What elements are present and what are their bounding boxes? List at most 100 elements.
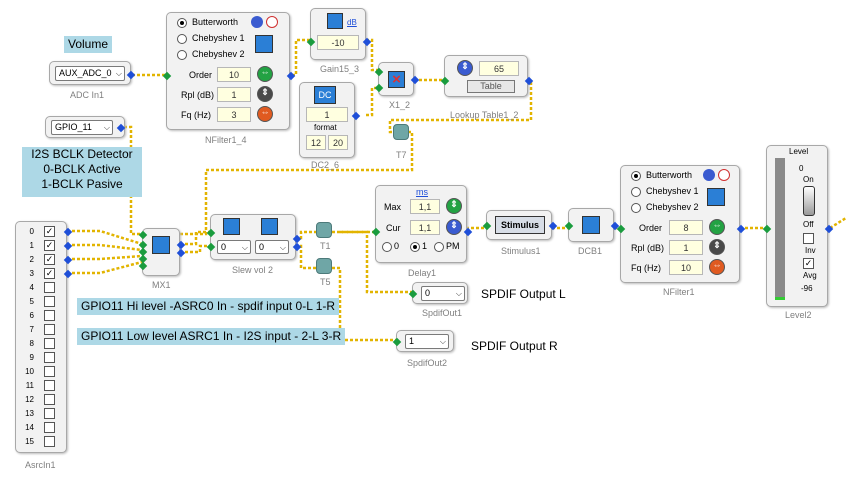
slew-down-icon[interactable]: [261, 218, 278, 235]
slew-select-b[interactable]: 0⌵: [255, 240, 289, 254]
radio-chebyshev2[interactable]: [631, 203, 641, 213]
table-button[interactable]: Table: [467, 80, 515, 93]
level-inv-checkbox[interactable]: [803, 233, 814, 244]
delay1-caption: Delay1: [408, 268, 437, 278]
dc-format-a[interactable]: 12: [306, 135, 326, 150]
delay-opt-pm-radio[interactable]: [434, 242, 444, 252]
fq-value[interactable]: 3: [217, 107, 251, 122]
lookup-table-block[interactable]: ⇕ 65 Table: [440, 55, 534, 97]
asrc-channel-number: 6: [29, 311, 34, 320]
radio-butterworth[interactable]: [631, 171, 641, 181]
lowpass-response-icon[interactable]: [255, 35, 273, 53]
dc2-6-block[interactable]: DC 1 format 12 20: [299, 82, 361, 158]
asrc-channel-checkbox[interactable]: [44, 338, 55, 349]
stimulus1-block[interactable]: Stimulus: [482, 210, 558, 240]
asrc-channel-number: 5: [29, 297, 34, 306]
delay-max-adjust-icon[interactable]: ⇕: [446, 198, 462, 214]
t5-block[interactable]: [316, 258, 332, 274]
delay-opt-0-radio[interactable]: [382, 242, 392, 252]
stimulus-button[interactable]: Stimulus: [495, 216, 545, 234]
output-pin[interactable]: [116, 123, 126, 133]
asrc-channel-checkbox[interactable]: ✓: [44, 268, 55, 279]
adc-source-select[interactable]: AUX_ADC_0⌵: [55, 66, 125, 81]
spdifout2-block[interactable]: 1⌵: [392, 330, 454, 352]
level-toggle-switch[interactable]: [803, 186, 815, 216]
radio-butterworth[interactable]: [177, 18, 187, 28]
x1-2-block[interactable]: ×: [374, 62, 420, 96]
asrc-channel-checkbox[interactable]: [44, 310, 55, 321]
fq-value[interactable]: 10: [669, 260, 703, 275]
highpass-response-icon[interactable]: [707, 188, 725, 206]
adc-source-value: AUX_ADC_0: [59, 68, 112, 78]
fq-adjust-icon[interactable]: ⇔: [257, 106, 273, 122]
dc-value[interactable]: 1: [306, 107, 348, 122]
nfilter1-block[interactable]: Butterworth Chebyshev 1 Chebyshev 2 Orde…: [616, 165, 746, 283]
delay-cur-value[interactable]: 1,1: [410, 220, 440, 235]
fq-adjust-icon[interactable]: ⇔: [709, 259, 725, 275]
spdifout1-value: 0: [425, 288, 431, 298]
dc-format-b[interactable]: 20: [328, 135, 348, 150]
delay-max-value[interactable]: 1,1: [410, 199, 440, 214]
order-value[interactable]: 10: [217, 67, 251, 82]
rpl-adjust-icon[interactable]: ⇕: [257, 86, 273, 102]
asrc-channel-number: 7: [29, 325, 34, 334]
dcb1-block[interactable]: [564, 208, 620, 242]
lookup-value[interactable]: 65: [479, 61, 519, 76]
order-adjust-icon[interactable]: ⇔: [709, 219, 725, 235]
slew-select-a[interactable]: 0⌵: [217, 240, 251, 254]
dcb1-caption: DCB1: [578, 246, 603, 256]
t1-block[interactable]: [316, 222, 332, 238]
asrc-channel-number: 11: [25, 381, 34, 390]
asrc-channel-checkbox[interactable]: [44, 380, 55, 391]
rpl-adjust-icon[interactable]: ⇕: [709, 239, 725, 255]
spdifout1-block[interactable]: 0⌵: [408, 282, 468, 304]
dc-icon: DC: [314, 86, 336, 104]
asrc-channel-checkbox[interactable]: ✓: [44, 254, 55, 265]
asrc-channel-number: 12: [25, 395, 34, 404]
rpl-value[interactable]: 1: [669, 240, 703, 255]
level-avg-checkbox[interactable]: ✓: [803, 258, 814, 269]
order-value[interactable]: 8: [669, 220, 703, 235]
level2-block[interactable]: Level 0 On Off Inv ✓ Avg -96: [762, 145, 834, 307]
slew-block[interactable]: 0⌵ 0⌵: [206, 214, 302, 260]
x1-2-caption: X1_2: [389, 100, 411, 110]
delay-opt-1-radio[interactable]: [410, 242, 420, 252]
order-adjust-icon[interactable]: ⇔: [257, 66, 273, 82]
asrc-channel-checkbox[interactable]: ✓: [44, 226, 55, 237]
asrc-channel-checkbox[interactable]: ✓: [44, 240, 55, 251]
nfilter1-4-block[interactable]: Butterworth Chebyshev 1 Chebyshev 2 Orde…: [162, 12, 296, 130]
asrc-channel-checkbox[interactable]: [44, 366, 55, 377]
t7-block[interactable]: [393, 124, 409, 140]
level-on-label: On: [803, 175, 814, 184]
delay-cur-adjust-icon[interactable]: ⇕: [446, 219, 462, 235]
radio-chebyshev1[interactable]: [177, 34, 187, 44]
gain15-3-block[interactable]: dB -10: [306, 8, 372, 60]
asrc-channel-checkbox[interactable]: [44, 352, 55, 363]
lookup-adjust-icon[interactable]: ⇕: [457, 60, 473, 76]
asrc-channel-checkbox[interactable]: [44, 422, 55, 433]
asrc-channel-checkbox[interactable]: [44, 282, 55, 293]
asrc-channel-checkbox[interactable]: [44, 324, 55, 335]
spdifout2-select[interactable]: 1⌵: [405, 334, 449, 349]
type-chebyshev1-label: Chebyshev 1: [646, 186, 699, 196]
asrc-channel-checkbox[interactable]: [44, 408, 55, 419]
rpl-value[interactable]: 1: [217, 87, 251, 102]
gain-value[interactable]: -10: [317, 35, 359, 50]
delay-max-label: Max: [384, 202, 402, 212]
radio-chebyshev1[interactable]: [631, 187, 641, 197]
asrc-channel-checkbox[interactable]: [44, 436, 55, 447]
radio-chebyshev2[interactable]: [177, 50, 187, 60]
mx1-block[interactable]: [138, 228, 186, 276]
gpio-select[interactable]: GPIO_11⌵: [51, 120, 113, 135]
asrc-channel-number: 3: [29, 269, 34, 278]
adc-in1-block[interactable]: AUX_ADC_0⌵: [49, 61, 136, 85]
delay1-block[interactable]: ms Max 1,1 ⇕ Cur 1,1 ⇕ 0 1 PM: [371, 185, 473, 263]
spdifout1-select[interactable]: 0⌵: [421, 286, 465, 301]
slew-up-icon[interactable]: [223, 218, 240, 235]
asrc-channel-checkbox[interactable]: [44, 394, 55, 405]
chevron-down-icon: ⌵: [279, 243, 286, 252]
order-label: Order: [189, 70, 213, 80]
asrc-channel-checkbox[interactable]: [44, 296, 55, 307]
gpio-block[interactable]: GPIO_11⌵: [45, 116, 126, 138]
